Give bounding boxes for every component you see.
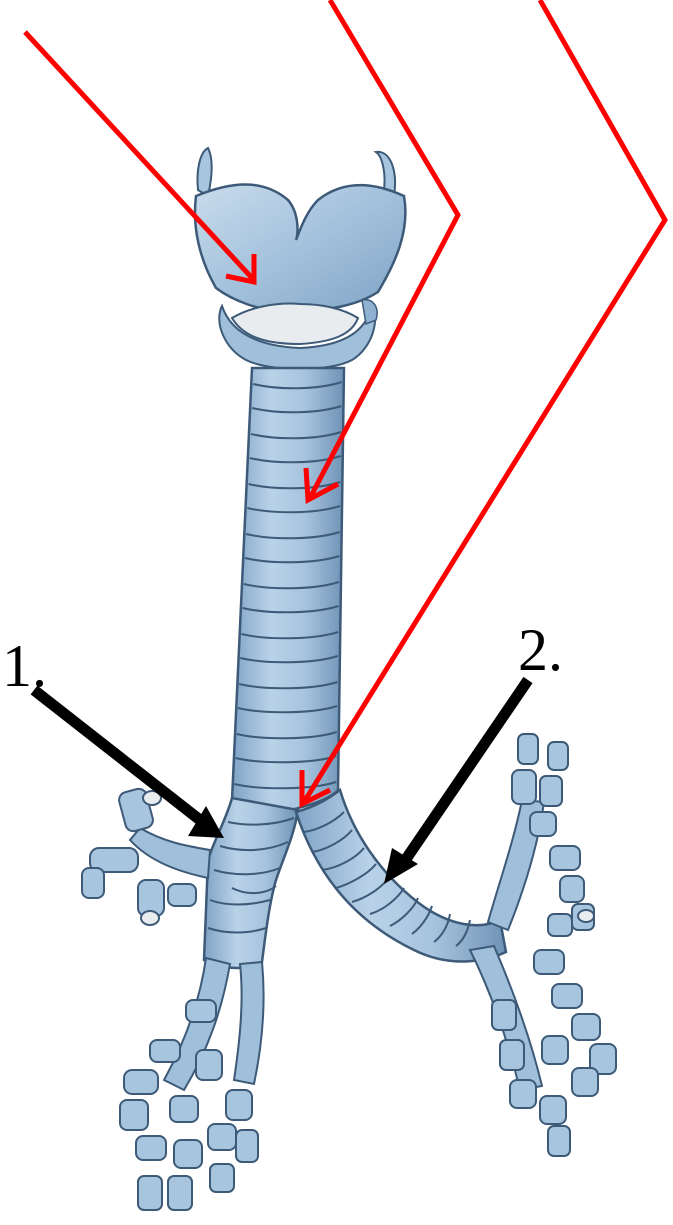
left-main-bronchus bbox=[296, 790, 506, 962]
right-main-bronchus bbox=[204, 798, 298, 968]
left-bronchial-tree bbox=[296, 734, 616, 1156]
right-bronchial-tree bbox=[82, 787, 298, 1210]
label-2: 2. bbox=[518, 617, 563, 683]
trachea bbox=[232, 368, 344, 810]
black-arrow-2 bbox=[384, 680, 528, 884]
label-1: 1. bbox=[2, 633, 47, 699]
larynx bbox=[195, 148, 405, 369]
red-arrow-carina bbox=[302, 0, 665, 804]
cricoid-right-wing bbox=[362, 300, 377, 324]
left-superior-horn bbox=[197, 148, 211, 196]
red-pointer-arrows bbox=[25, 0, 665, 804]
right-middle-lower-branch bbox=[234, 962, 264, 1084]
left-lower-segmental-bronchi bbox=[492, 950, 616, 1156]
red-arrow-larynx bbox=[25, 32, 254, 282]
